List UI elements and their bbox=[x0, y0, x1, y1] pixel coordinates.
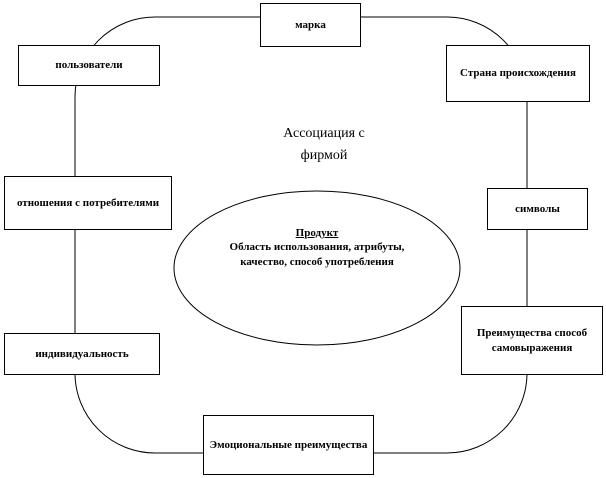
emotional-benefits-box: Эмоциональные преимущества bbox=[203, 415, 374, 475]
brand-label: марка bbox=[295, 18, 326, 31]
country-of-origin-label: Страна происхождения bbox=[460, 67, 576, 80]
product-ellipse bbox=[173, 190, 461, 346]
symbols-label: символы bbox=[515, 202, 560, 215]
brand-box: марка bbox=[260, 3, 361, 47]
individuality-box: индивидуальность bbox=[4, 333, 160, 375]
self-expression-benefits-label: Преимущества способ самовыражения bbox=[476, 326, 588, 354]
self-expression-benefits-box: Преимущества способ самовыражения bbox=[461, 306, 603, 375]
customer-relations-box: отношения с потребителями bbox=[4, 176, 172, 230]
product-block: Продукт Область использования, атрибуты,… bbox=[222, 226, 412, 269]
symbols-box: символы bbox=[487, 188, 588, 230]
individuality-label: индивидуальность bbox=[35, 347, 129, 360]
product-title: Продукт bbox=[295, 227, 339, 239]
country-of-origin-box: Страна происхождения bbox=[446, 45, 590, 102]
emotional-benefits-label: Эмоциональные преимущества bbox=[209, 438, 368, 451]
customer-relations-label: отношения с потребителями bbox=[16, 196, 160, 209]
users-label: пользователи bbox=[55, 59, 123, 72]
users-box: пользователи bbox=[18, 45, 160, 86]
association-title: Ассоциация с фирмой bbox=[283, 126, 365, 163]
product-description: Область использования, атрибуты, качеств… bbox=[229, 241, 405, 268]
